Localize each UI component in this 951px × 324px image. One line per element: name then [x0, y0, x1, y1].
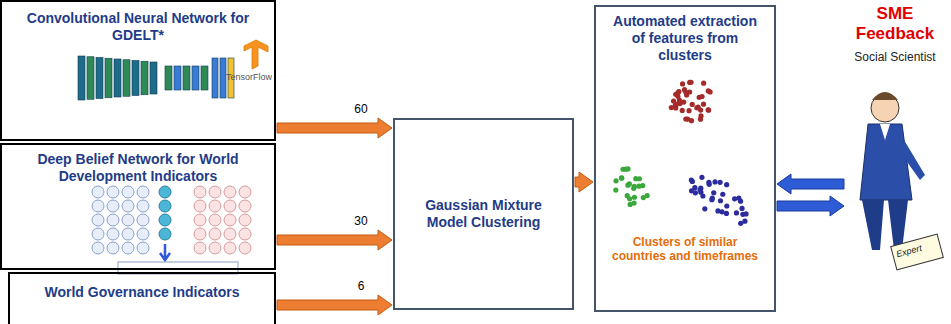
node-caption: Social Scientist	[845, 50, 945, 64]
cluster-scatter	[613, 80, 748, 226]
process-box: Gaussian Mixture Model Clustering	[393, 118, 574, 310]
dbn-illustration	[92, 186, 251, 274]
process-box: Deep Belief Network for World Developmen…	[0, 143, 276, 270]
block-arrow	[575, 172, 593, 192]
node-caption: Clusters of similar countries and timefr…	[610, 235, 760, 264]
tensorflow-logo	[244, 40, 268, 69]
process-box: Automated extraction of features from cl…	[594, 5, 776, 312]
dimension-label: 30	[353, 214, 368, 228]
process-box: Convolutional Neural Network for GDELT* T…	[0, 0, 276, 141]
process-box: World Governance Indicators	[8, 272, 276, 324]
block-arrow	[277, 230, 392, 250]
block-arrow	[277, 295, 392, 315]
cnn-illustration	[78, 56, 234, 100]
scientist-figure	[860, 92, 943, 270]
node-title: SME Feedback	[845, 4, 945, 45]
node-title: Gaussian Mixture Model Clustering	[409, 197, 559, 231]
node-title: Convolutional Neural Network for GDELT*	[18, 10, 258, 44]
dimension-label: 60	[353, 102, 368, 116]
node-title: World Governance Indicators	[17, 284, 267, 301]
block-arrow	[777, 196, 844, 216]
block-arrow	[777, 174, 844, 194]
node-title: Automated extraction of features from cl…	[610, 13, 760, 63]
node-title: Deep Belief Network for World Developmen…	[13, 151, 263, 185]
logo-text: TensorFlow	[226, 72, 272, 82]
feedback-source: SME FeedbackSocial Scientist	[845, 0, 949, 90]
dimension-label: 6	[357, 279, 366, 293]
block-arrow	[277, 118, 392, 138]
